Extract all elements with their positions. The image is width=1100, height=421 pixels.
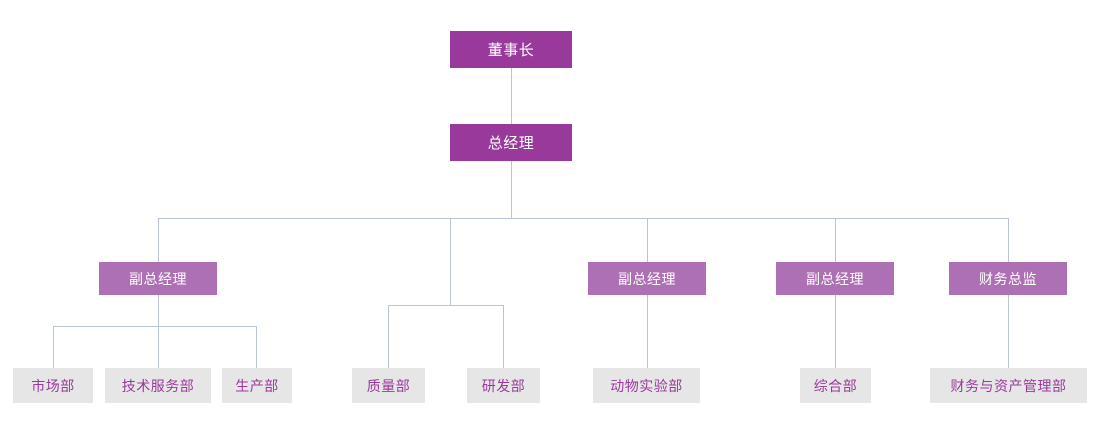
node-dept-tech-service[interactable]: 技术服务部	[105, 368, 211, 403]
node-cfo[interactable]: 财务总监	[949, 262, 1067, 295]
connector-vp1-bus	[53, 326, 257, 327]
connector-bus-to-vp1	[158, 218, 159, 262]
node-dept-rnd[interactable]: 研发部	[467, 368, 540, 403]
node-dept-production[interactable]: 生产部	[222, 368, 292, 403]
node-dept-finance-asset[interactable]: 财务与资产管理部	[930, 368, 1087, 403]
connector-middle-bus	[388, 305, 504, 306]
connector-vp1-to-tech-service	[158, 326, 159, 368]
node-vp-1[interactable]: 副总经理	[99, 262, 217, 295]
node-general-manager[interactable]: 总经理	[450, 124, 572, 161]
connector-vp2-to-animal-lab	[647, 295, 648, 368]
node-dept-marketing[interactable]: 市场部	[13, 368, 93, 403]
connector-middle-to-rnd	[503, 305, 504, 368]
connector-vp1-to-marketing	[53, 326, 54, 368]
connector-middle-to-quality	[388, 305, 389, 368]
node-chairman[interactable]: 董事长	[450, 31, 572, 68]
connector-bus-to-vp2	[647, 218, 648, 262]
node-dept-quality[interactable]: 质量部	[352, 368, 425, 403]
connector-bus-to-vp3	[835, 218, 836, 262]
connector-cfo-to-finance-asset	[1008, 295, 1009, 368]
connector-gm-down	[511, 160, 512, 218]
connector-vp1-down	[158, 295, 159, 326]
connector-vp1-to-production	[256, 326, 257, 368]
node-dept-animal-lab[interactable]: 动物实验部	[593, 368, 700, 403]
connector-chairman-to-gm	[511, 68, 512, 126]
connector-bus-to-middle-group	[450, 218, 451, 305]
node-dept-general-affairs[interactable]: 综合部	[800, 368, 871, 403]
node-vp-2[interactable]: 副总经理	[588, 262, 706, 295]
connector-vp3-to-general-affairs	[835, 295, 836, 368]
connector-bus-to-cfo	[1008, 218, 1009, 262]
node-vp-3[interactable]: 副总经理	[776, 262, 894, 295]
connector-main-bus	[158, 218, 1009, 219]
